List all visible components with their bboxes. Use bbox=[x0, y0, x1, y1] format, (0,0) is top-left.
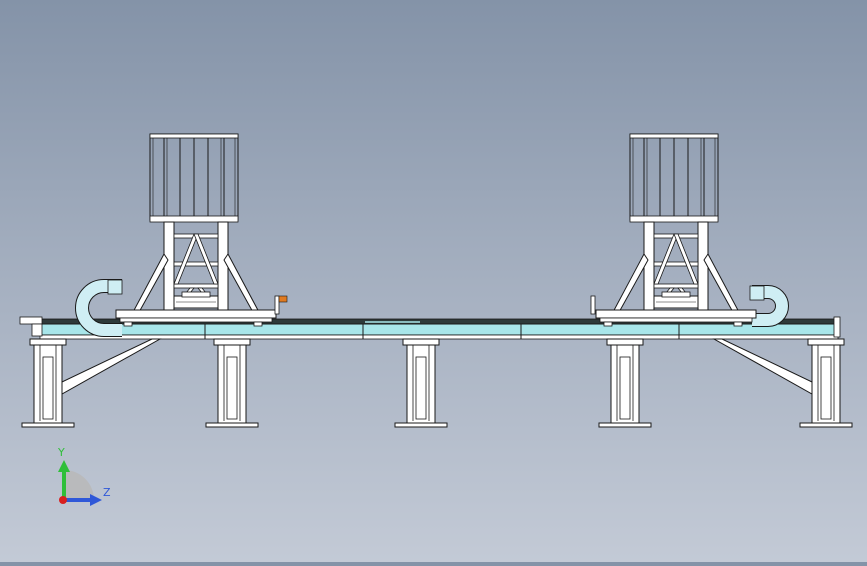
z-axis-label: Z bbox=[103, 486, 111, 499]
cable-carrier-left bbox=[75, 279, 123, 337]
axis-triad: Y Z bbox=[57, 446, 111, 506]
tower-left bbox=[115, 133, 288, 327]
cable-carrier-right bbox=[749, 285, 789, 327]
x-axis-origin bbox=[59, 496, 67, 504]
y-axis-label: Y bbox=[57, 446, 65, 459]
support-legs bbox=[21, 338, 853, 428]
linear-rail bbox=[19, 316, 841, 340]
sensor-indicator bbox=[278, 295, 288, 303]
tower-right bbox=[590, 133, 757, 327]
